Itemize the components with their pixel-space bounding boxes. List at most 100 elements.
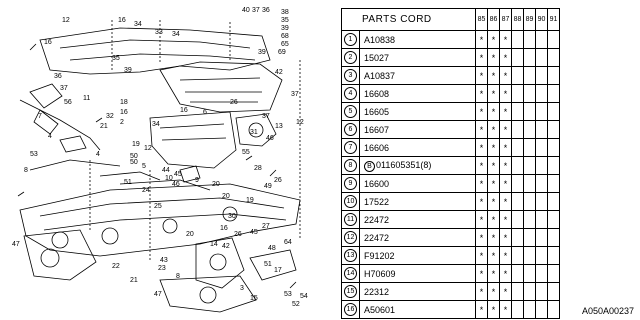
callout-46: 46 bbox=[266, 135, 274, 142]
callout-37: 37 bbox=[262, 113, 270, 120]
callout-21: 21 bbox=[100, 123, 108, 130]
year-applicability-mark: * bbox=[475, 210, 488, 229]
year-applicability-mark bbox=[511, 228, 524, 247]
part-code: 17522 bbox=[359, 192, 476, 211]
row-number: 14 bbox=[341, 264, 360, 283]
year-applicability-mark bbox=[523, 84, 536, 103]
year-applicability-mark bbox=[511, 120, 524, 139]
code-prefix-circle: B bbox=[364, 160, 375, 172]
year-applicability-mark bbox=[535, 228, 548, 247]
year-applicability-mark bbox=[511, 210, 524, 229]
circled-number: 2 bbox=[344, 51, 357, 64]
callout-51: 51 bbox=[264, 261, 272, 268]
part-code: 22472 bbox=[359, 228, 476, 247]
year-applicability-mark bbox=[547, 282, 560, 301]
year-applicability-mark bbox=[523, 48, 536, 67]
year-applicability-mark bbox=[511, 84, 524, 103]
year-applicability-mark bbox=[523, 210, 536, 229]
callout-51: 51 bbox=[124, 179, 132, 186]
callout-11: 11 bbox=[83, 95, 90, 102]
callout-12: 12 bbox=[144, 145, 152, 152]
year-applicability-mark bbox=[535, 30, 548, 49]
part-code-text: 22472 bbox=[364, 232, 390, 243]
year-applicability-mark bbox=[535, 192, 548, 211]
year-applicability-mark: * bbox=[487, 48, 500, 67]
part-code-text: 16605 bbox=[364, 106, 390, 117]
year-applicability-mark bbox=[523, 246, 536, 265]
callout-27: 27 bbox=[262, 223, 270, 230]
year-applicability-mark: * bbox=[499, 84, 512, 103]
intake-manifold bbox=[19, 183, 301, 257]
part-code: A10838 bbox=[359, 30, 476, 49]
part-code: 16600 bbox=[359, 174, 476, 193]
callout-19: 19 bbox=[246, 197, 254, 204]
year-header: 86 bbox=[487, 8, 500, 31]
year-applicability-mark bbox=[523, 102, 536, 121]
callout-22: 22 bbox=[112, 263, 120, 270]
injector-left bbox=[29, 83, 63, 135]
row-number: 8 bbox=[341, 156, 360, 175]
year-applicability-mark: * bbox=[487, 174, 500, 193]
part-code-text: F91202 bbox=[364, 250, 395, 261]
callout-40: 40 bbox=[242, 7, 250, 14]
hose bbox=[99, 171, 211, 191]
circled-number: 12 bbox=[344, 231, 357, 244]
callout-16: 16 bbox=[44, 39, 52, 46]
year-applicability-mark: * bbox=[487, 282, 500, 301]
year-applicability-mark: * bbox=[499, 120, 512, 139]
callout-19: 19 bbox=[132, 141, 140, 148]
year-applicability-mark: * bbox=[487, 246, 500, 265]
callout-53: 53 bbox=[284, 291, 292, 298]
circled-number: 5 bbox=[344, 105, 357, 118]
year-applicability-mark bbox=[523, 156, 536, 175]
part-code: 15027 bbox=[359, 48, 476, 67]
year-applicability-mark bbox=[511, 48, 524, 67]
year-applicability-mark bbox=[523, 174, 536, 193]
year-applicability-mark: * bbox=[499, 48, 512, 67]
year-applicability-mark: * bbox=[475, 156, 488, 175]
year-applicability-mark: * bbox=[487, 120, 500, 139]
year-applicability-mark bbox=[535, 246, 548, 265]
callout-2: 2 bbox=[120, 119, 124, 126]
lower-assembly bbox=[159, 275, 257, 313]
year-applicability-mark: * bbox=[475, 48, 488, 67]
callout-4: 4 bbox=[48, 133, 52, 140]
callout-25: 25 bbox=[154, 203, 162, 210]
year-applicability-mark bbox=[523, 138, 536, 157]
parts-diagram: 12 16 34 33 34 40 37 36 38 35 39 68 65 6… bbox=[12, 7, 308, 313]
year-applicability-mark: * bbox=[487, 300, 500, 319]
year-applicability-mark: * bbox=[499, 246, 512, 265]
callout-26: 26 bbox=[274, 177, 282, 184]
year-applicability-mark: * bbox=[499, 300, 512, 319]
part-code: F91202 bbox=[359, 246, 476, 265]
year-applicability-mark bbox=[535, 138, 548, 157]
year-applicability-mark bbox=[523, 282, 536, 301]
callout-30: 30 bbox=[228, 213, 236, 220]
year-applicability-mark: * bbox=[475, 300, 488, 319]
year-applicability-mark: * bbox=[499, 138, 512, 157]
callout-5: 5 bbox=[142, 163, 146, 170]
year-applicability-mark: * bbox=[487, 156, 500, 175]
year-applicability-mark: * bbox=[475, 264, 488, 283]
year-applicability-mark bbox=[547, 210, 560, 229]
part-code: A50601 bbox=[359, 300, 476, 319]
callout-7: 7 bbox=[38, 113, 42, 120]
year-applicability-mark: * bbox=[487, 138, 500, 157]
circled-number: 15 bbox=[344, 285, 357, 298]
year-applicability-mark bbox=[535, 120, 548, 139]
circled-number: 10 bbox=[344, 195, 357, 208]
callout-14: 14 bbox=[210, 241, 218, 248]
row-number: 13 bbox=[341, 246, 360, 265]
callout-20: 20 bbox=[212, 181, 220, 188]
callout-45: 45 bbox=[250, 229, 258, 236]
part-code: 16606 bbox=[359, 138, 476, 157]
callout-55: 55 bbox=[242, 149, 250, 156]
callout-47: 47 bbox=[12, 241, 20, 248]
year-applicability-mark: * bbox=[475, 120, 488, 139]
callout-20: 20 bbox=[186, 231, 194, 238]
year-applicability-mark bbox=[511, 66, 524, 85]
